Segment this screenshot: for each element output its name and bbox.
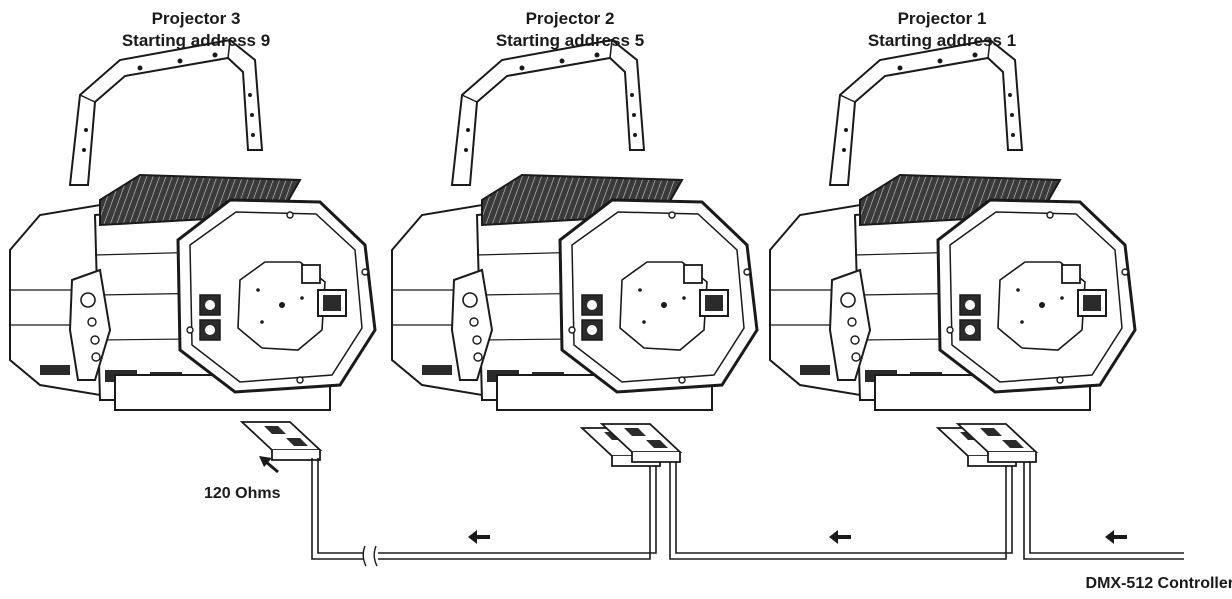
cable-break-icon: [362, 545, 378, 567]
signal-arrow-icon: [468, 530, 490, 544]
dmx-cable-segments: [311, 458, 1184, 560]
projector-2-address: Starting address 5: [495, 31, 645, 50]
projector-3-name: Projector 3: [151, 9, 241, 28]
projector-1-address: Starting address 1: [867, 31, 1017, 50]
terminator-pointer-arrow-icon: [259, 456, 279, 474]
projector-1-illustration: [768, 38, 1137, 412]
projector-1-label: Projector 1 Starting address 1: [832, 8, 1052, 52]
projector-2-name: Projector 2: [525, 9, 615, 28]
projector-2-label: Projector 2 Starting address 5: [460, 8, 680, 52]
signal-arrow-icon: [1105, 530, 1127, 544]
controller-label: DMX-512 Controller: [1085, 575, 1232, 592]
projector-3-label: Projector 3 Starting address 9: [86, 8, 306, 52]
projector-3-illustration: [8, 38, 377, 412]
projector-2-illustration: [390, 38, 759, 412]
projector-3-address: Starting address 9: [121, 31, 271, 50]
projector-1-name: Projector 1: [897, 9, 987, 28]
terminator-label: 120 Ohms: [204, 485, 281, 502]
signal-arrow-icon: [829, 530, 851, 544]
terminator-plug: [241, 421, 321, 461]
